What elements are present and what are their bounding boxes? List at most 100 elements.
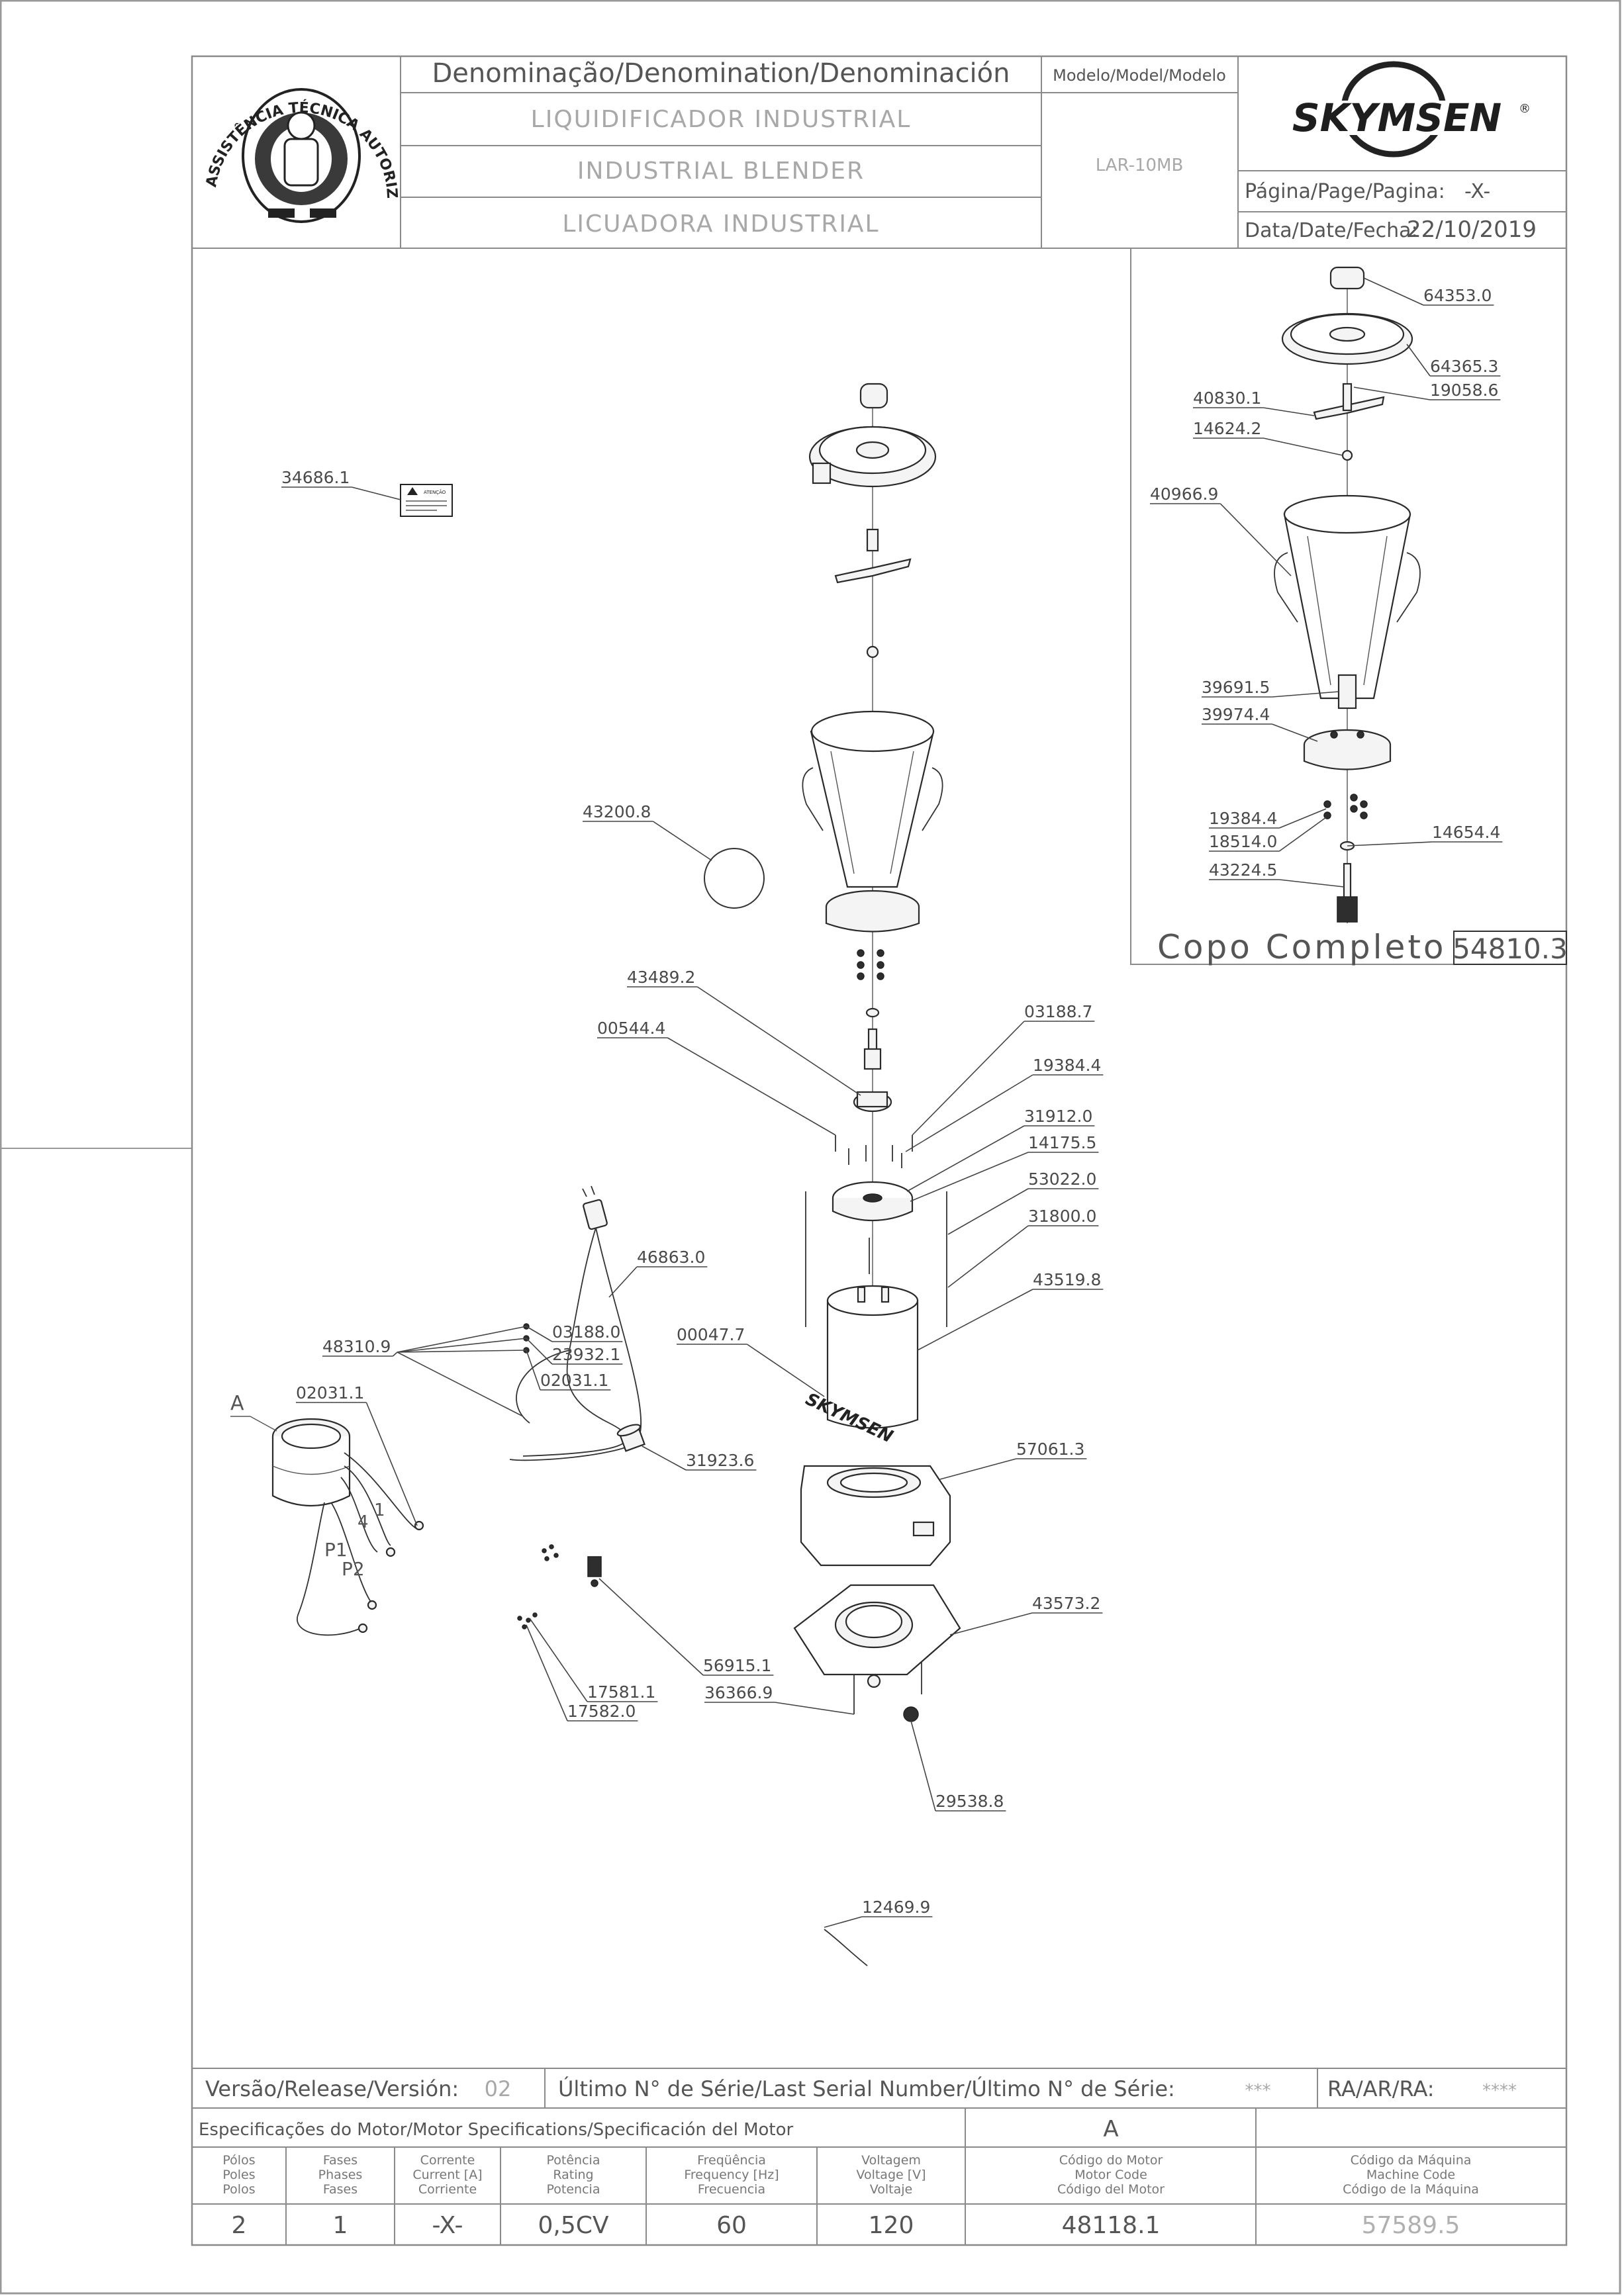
spec-value-2: -X- — [432, 2212, 463, 2239]
spec-header-3-l3: Potencia — [547, 2182, 600, 2197]
inset-callout-43224.5-text: 43224.5 — [1209, 860, 1277, 880]
spec-value-1: 1 — [333, 2212, 348, 2239]
spec-header-4-l1: Freqüência — [697, 2153, 766, 2168]
model-value: LAR-10MB — [1096, 156, 1184, 175]
main-callout-16: 00047.7 — [677, 1325, 825, 1397]
spec-header-4-l3: Frecuencia — [698, 2182, 765, 2197]
inset-callout-64353.0: 64353.0 — [1363, 277, 1494, 306]
main-callout-24-text: 17582.0 — [567, 1702, 636, 1721]
spec-header-1-l2: Phases — [318, 2168, 363, 2182]
main-tie-rods — [805, 1191, 947, 1327]
main-callout-7-text: 14175.5 — [1028, 1133, 1096, 1152]
wire-label-p2: P2 — [342, 1558, 365, 1580]
inset-callout-39691.5: 39691.5 — [1202, 678, 1339, 698]
ra-value: **** — [1482, 2081, 1517, 2101]
terminal-clips — [517, 1612, 538, 1630]
main-blade — [834, 558, 912, 584]
main-callout-25-text: 29538.8 — [935, 1792, 1004, 1811]
inset-callout-19384.4-text: 19384.4 — [1209, 809, 1277, 828]
inset-jar — [1274, 494, 1421, 700]
main-jar-base — [825, 890, 920, 933]
main-callout-8-text: 53022.0 — [1028, 1170, 1096, 1189]
main-shaft — [863, 1028, 882, 1070]
authorized-service-seal: ASSISTÊNCIA TÉCNICA AUTORIZADA — [0, 0, 400, 223]
version-label: Versão/Release/Versión: — [205, 2076, 459, 2101]
inset-callout-40966.9-text: 40966.9 — [1150, 484, 1218, 504]
main-foot — [903, 1706, 919, 1722]
spec-value-4: 60 — [716, 2212, 747, 2239]
spec-header-2-l1: Corrente — [420, 2153, 475, 2168]
main-callout-23-text: 36366.9 — [704, 1683, 773, 1702]
main-callout-21-text: 56915.1 — [703, 1656, 771, 1675]
spec-header-4-l2: Frequency [Hz] — [684, 2168, 779, 2182]
inset-callout-39974.4: 39974.4 — [1202, 705, 1318, 742]
inset-callout-14654.4: 14654.4 — [1347, 823, 1503, 847]
switch-assembly — [542, 1544, 602, 1587]
warning-label-text: ATENÇÃO — [424, 489, 446, 495]
main-callout-14: 23932.1 — [526, 1338, 623, 1365]
main-callout-19: 57061.3 — [939, 1440, 1087, 1480]
inset-blade — [1313, 383, 1385, 420]
main-callout-3-text: 00544.4 — [597, 1019, 665, 1038]
spec-header-5-l1: Voltagem — [861, 2153, 921, 2168]
main-exploded-view: SKYMSEN ATENÇÃO — [230, 383, 1104, 1966]
spec-header-7-l2: Machine Code — [1366, 2168, 1455, 2182]
inset-bushing — [1337, 674, 1357, 710]
spec-value-6: 48118.1 — [1062, 2212, 1161, 2239]
spec-header-1-l3: Fases — [323, 2182, 358, 2197]
main-callout-12: 48310.9 — [322, 1337, 398, 1357]
inset-lid — [1281, 312, 1413, 365]
inset-callout-18514.0-text: 18514.0 — [1209, 832, 1277, 851]
inset-screws — [1323, 794, 1368, 819]
motor-group-letter: A — [230, 1392, 244, 1415]
main-callout-2-text: 43489.2 — [627, 968, 695, 987]
main-callout-17-text: 02031.1 — [540, 1371, 608, 1390]
main-coupling — [853, 1091, 892, 1113]
spec-header-6-l3: Código del Motor — [1057, 2182, 1165, 2197]
main-housing-tube: SKYMSEN — [802, 1285, 919, 1447]
spec-header-7-l1: Código da Máquina — [1351, 2153, 1472, 2168]
spec-value-0: 2 — [232, 2212, 247, 2239]
inset-callout-14624.2: 14624.2 — [1193, 419, 1343, 456]
inset-callout-64365.3: 64365.3 — [1406, 344, 1501, 377]
warning-label-sticker: ATENÇÃO — [400, 484, 453, 517]
inset-complete-cup: Copo Completo 54810.3 — [1130, 248, 1568, 966]
spec-header-1-l1: Fases — [323, 2153, 358, 2168]
spec-header-0-l3: Polos — [222, 2182, 255, 2197]
main-callout-17: 02031.1 — [526, 1350, 611, 1391]
spec-value-7: 57589.5 — [1362, 2212, 1460, 2239]
main-callout-9: 31800.0 — [947, 1207, 1099, 1288]
spec-header-6-l2: Motor Code — [1074, 2168, 1147, 2182]
inset-callout-40830.1: 40830.1 — [1193, 389, 1315, 416]
main-motor-body — [800, 1465, 951, 1567]
title-block — [192, 56, 1566, 249]
spec-header-2-l3: Corriente — [418, 2182, 477, 2197]
inset-callout-64353.0-text: 64353.0 — [1423, 286, 1492, 305]
cable-strain-relief — [824, 1929, 868, 1966]
model-heading: Modelo/Model/Modelo — [1053, 66, 1226, 85]
main-callout-8: 53022.0 — [947, 1170, 1099, 1235]
main-callout-5: 19384.4 — [905, 1056, 1104, 1152]
spec-header-0-l1: Pólos — [222, 2153, 255, 2168]
main-callout-25: 29538.8 — [910, 1720, 1006, 1812]
main-callout-18: 31923.6 — [642, 1446, 757, 1471]
main-callout-10: 46863.0 — [608, 1248, 708, 1298]
main-callout-2: 43489.2 — [627, 968, 861, 1096]
brand-logo: SKYMSEN ® — [1281, 61, 1531, 158]
serial-value: *** — [1245, 2081, 1271, 2101]
main-callout-18-text: 31923.6 — [686, 1451, 754, 1470]
spec-header-3-l1: Potência — [547, 2153, 600, 2168]
main-callout-6: 31912.0 — [906, 1107, 1095, 1192]
main-lid — [808, 426, 937, 488]
ra-label: RA/AR/RA: — [1327, 2076, 1435, 2101]
main-callout-5-text: 19384.4 — [1033, 1056, 1101, 1075]
main-callout-3: 00544.4 — [597, 1019, 836, 1136]
spec-header-3-l2: Rating — [553, 2168, 593, 2182]
